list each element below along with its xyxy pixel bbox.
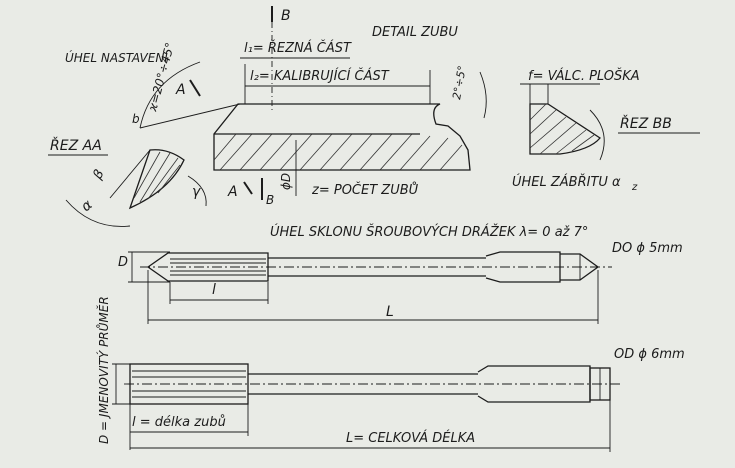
tooth-body (213, 103, 471, 171)
lower-reamer: D = JMENOVITÝ PRŮMĚR OD ϕ 6mm l = délka … (96, 296, 685, 452)
section-aa-label: ŘEZ AA (50, 137, 102, 154)
section-bb: f= VÁLC. PLOŠKA ŘEZ BB ÚHEL ZÁBŘITU α z (512, 68, 700, 193)
section-bb-profile (529, 103, 601, 155)
kappa-arc (139, 61, 201, 129)
upper-square-end (560, 253, 600, 281)
section-bb-hatching (529, 103, 595, 155)
phi-d-label: ϕD (279, 173, 293, 190)
chamfer-angle-label: 2°÷5° (450, 65, 469, 101)
detail-title: DETAIL ZUBU (372, 25, 458, 40)
b-dimension-label: b (132, 112, 140, 126)
alpha-arc (65, 199, 131, 227)
a-mark-bottom: A (227, 184, 238, 200)
a-mark-top: A (175, 82, 186, 98)
calibrating-part-label: l₂= KALIBRUJÍCÍ ČÁST (250, 68, 390, 84)
cutting-part-label: l₁= ŘEZNÁ ČÁST (244, 40, 352, 56)
relief-angle-arc (589, 109, 605, 161)
a-arrow-top (189, 79, 201, 97)
section-aa-hatching (133, 151, 181, 203)
chamfer-arc (479, 71, 487, 119)
tooth-hatching (213, 133, 463, 171)
lower-neck (248, 373, 478, 395)
upper-total-length-label: L (386, 304, 394, 320)
helix-angle-note: ÚHEL SKLONU ŠROUBOVÝCH DRÁŽEK λ= 0 až 7° (270, 224, 588, 240)
lower-fluted-part (129, 363, 249, 405)
section-b-label: B (281, 8, 291, 24)
rake-angle-label: γ (192, 184, 201, 200)
tooth-count-label: z= POČET ZUBŮ (311, 182, 419, 198)
relief-angle-label: ÚHEL ZÁBŘITU α (512, 174, 621, 190)
relief-angle-subscript: z (631, 182, 638, 193)
setting-angle-label: ÚHEL NASTAVENÍ (65, 50, 169, 65)
lower-diameter-label: D = JMENOVITÝ PRŮMĚR (96, 296, 111, 444)
section-aa-ref-line (109, 149, 151, 199)
upper-l-label: l (212, 282, 216, 298)
section-bb-label: ŘEZ BB (620, 115, 672, 132)
upper-reamer: ÚHEL SKLONU ŠROUBOVÝCH DRÁŽEK λ= 0 až 7°… (118, 224, 683, 324)
lower-tooth-length-label: l = délka zubů (132, 415, 226, 430)
a-arrow-bottom (243, 181, 253, 195)
section-aa-profile (128, 149, 185, 210)
section-aa: ŘEZ AA α β γ (48, 137, 207, 227)
beta-label: β (90, 167, 108, 183)
upper-range-note: DO ϕ 5mm (612, 241, 683, 256)
alpha-label: α (78, 196, 96, 215)
upper-fluted-part (146, 252, 269, 282)
lower-total-length-label: L= CELKOVÁ DÉLKA (346, 430, 475, 446)
upper-shank (485, 251, 561, 283)
lower-range-note: OD ϕ 6mm (614, 347, 685, 362)
cylindrical-land-label: f= VÁLC. PLOŠKA (528, 68, 640, 84)
rake-arc (187, 175, 207, 207)
kappa-leg (139, 103, 241, 129)
upper-d-label: D (118, 255, 128, 270)
tooth-detail: B DETAIL ZUBU l₁= ŘEZNÁ ČÁST ÚHEL NASTAV… (65, 6, 487, 207)
b-mark-bottom: B (266, 193, 274, 207)
upper-neck (268, 257, 486, 277)
